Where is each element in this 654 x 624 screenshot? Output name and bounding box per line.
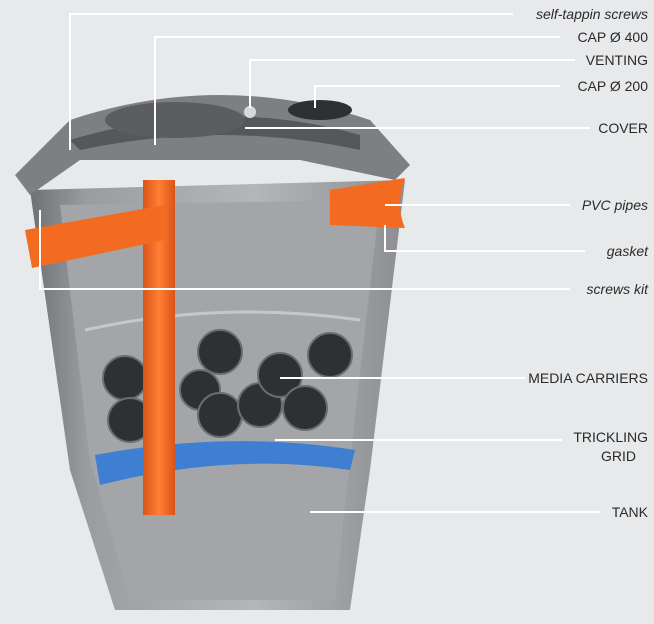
label-tank: TANK [611,504,648,520]
label-gasket: gasket [606,243,648,259]
label-trickling-grid-line2: GRID [601,448,636,464]
label-pvc-pipes: PVC pipes [581,197,648,213]
label-trickling-grid-line1: TRICKLING [573,429,648,445]
label-self-tappin-screws: self-tappin screws [535,6,648,22]
media-carriers [102,329,353,443]
label-cover: COVER [598,120,648,136]
label-cap-400: CAP Ø 400 [577,29,648,45]
label-cap-200: CAP Ø 200 [577,78,648,94]
outlet-pipe [330,178,405,228]
cap-400 [105,102,245,138]
inlet-pipe [25,205,165,268]
cap-200 [288,100,352,120]
label-venting: VENTING [585,52,648,68]
leader-lines [39,13,600,513]
label-media-carriers: MEDIA CARRIERS [528,370,648,386]
label-screws-kit: screws kit [586,281,648,297]
venting [244,106,256,118]
